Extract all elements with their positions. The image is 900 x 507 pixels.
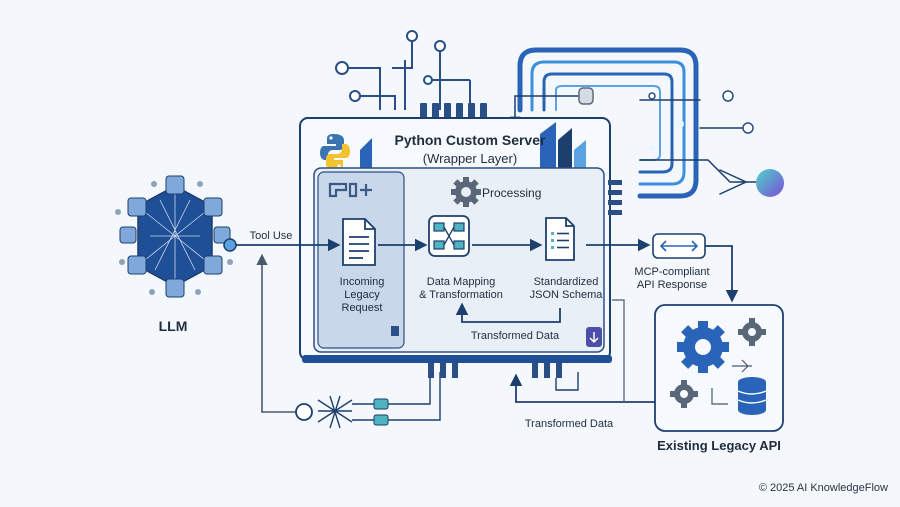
response-line-2: API Response <box>636 278 708 291</box>
legacy-api-label: Existing Legacy API <box>657 438 781 453</box>
legacy-gear-large-icon <box>677 321 729 373</box>
bottom-pin-2 <box>373 414 389 426</box>
server-title: Python Custom Server <box>394 132 546 148</box>
schema-line-2: JSON Schema <box>529 288 603 301</box>
llm-label: LLM <box>158 318 188 334</box>
processing-gear-icon <box>451 177 481 207</box>
api-response-glyph <box>659 240 699 252</box>
schema-line-1: Standardized <box>533 276 599 288</box>
inner-transformed-label: Transformed Data <box>470 330 560 342</box>
mapping-line-1: Data Mapping <box>426 276 496 288</box>
document-icon <box>342 218 376 266</box>
circuit-loop <box>509 47 769 199</box>
processing-label: Processing <box>482 186 542 200</box>
bottom-trace <box>555 372 579 391</box>
tool-use-label: Tool Use <box>249 230 293 242</box>
legacy-gear-small-icon <box>738 318 766 346</box>
legacy-gear-bottom-icon <box>670 380 698 408</box>
incoming-line-2: Legacy <box>344 288 380 301</box>
circuit-loop-nodes <box>648 90 754 151</box>
api-response-label: MCP-compliant API Response <box>622 266 722 292</box>
card-header-glyph <box>328 182 372 198</box>
database-icon <box>737 377 767 415</box>
response-to-legacy-arrow <box>718 245 739 303</box>
server-connector-pins-bottom <box>428 362 562 378</box>
copyright-footer: © 2025 AI KnowledgeFlow <box>758 482 888 494</box>
bottom-transformed-label: Transformed Data <box>524 418 614 430</box>
llm-network-icon <box>115 175 233 298</box>
external-node-orb <box>756 169 784 197</box>
incoming-request-label: Incoming Legacy Request <box>320 276 404 315</box>
top-circuit-nodes <box>335 30 446 102</box>
legacy-return-arrow <box>509 373 662 403</box>
incoming-line-3: Request <box>341 301 383 314</box>
server-connector-pins-top <box>420 103 487 120</box>
server-connector-pins-right <box>608 180 622 215</box>
server-frame-base <box>302 355 612 363</box>
side-trace <box>612 299 625 402</box>
json-schema-icon <box>545 217 575 261</box>
response-line-1: MCP-compliant <box>634 266 710 278</box>
return-path-llm <box>256 253 296 413</box>
legacy-sync-arrow <box>732 359 752 373</box>
legacy-link <box>711 388 728 405</box>
processing-flow-arrows <box>378 238 651 323</box>
card-corner-mark <box>391 326 399 336</box>
json-schema-label: Standardized JSON Schema <box>516 276 616 302</box>
top-circuit <box>342 40 471 110</box>
llm-port <box>223 238 237 252</box>
bottom-network-icon <box>317 372 441 429</box>
data-mapping-icon <box>428 215 470 257</box>
bottom-network-node <box>295 403 313 421</box>
server-subtitle: (Wrapper Layer) <box>422 151 518 166</box>
incoming-line-1: Incoming <box>339 276 385 288</box>
mapping-line-2: & Transformation <box>419 288 503 301</box>
python-logo-icon <box>320 134 350 170</box>
bottom-pin-1 <box>373 398 389 410</box>
circuit-capacitor <box>578 87 594 105</box>
merge-icon-glyph <box>589 332 599 344</box>
data-mapping-label: Data Mapping & Transformation <box>406 276 516 302</box>
